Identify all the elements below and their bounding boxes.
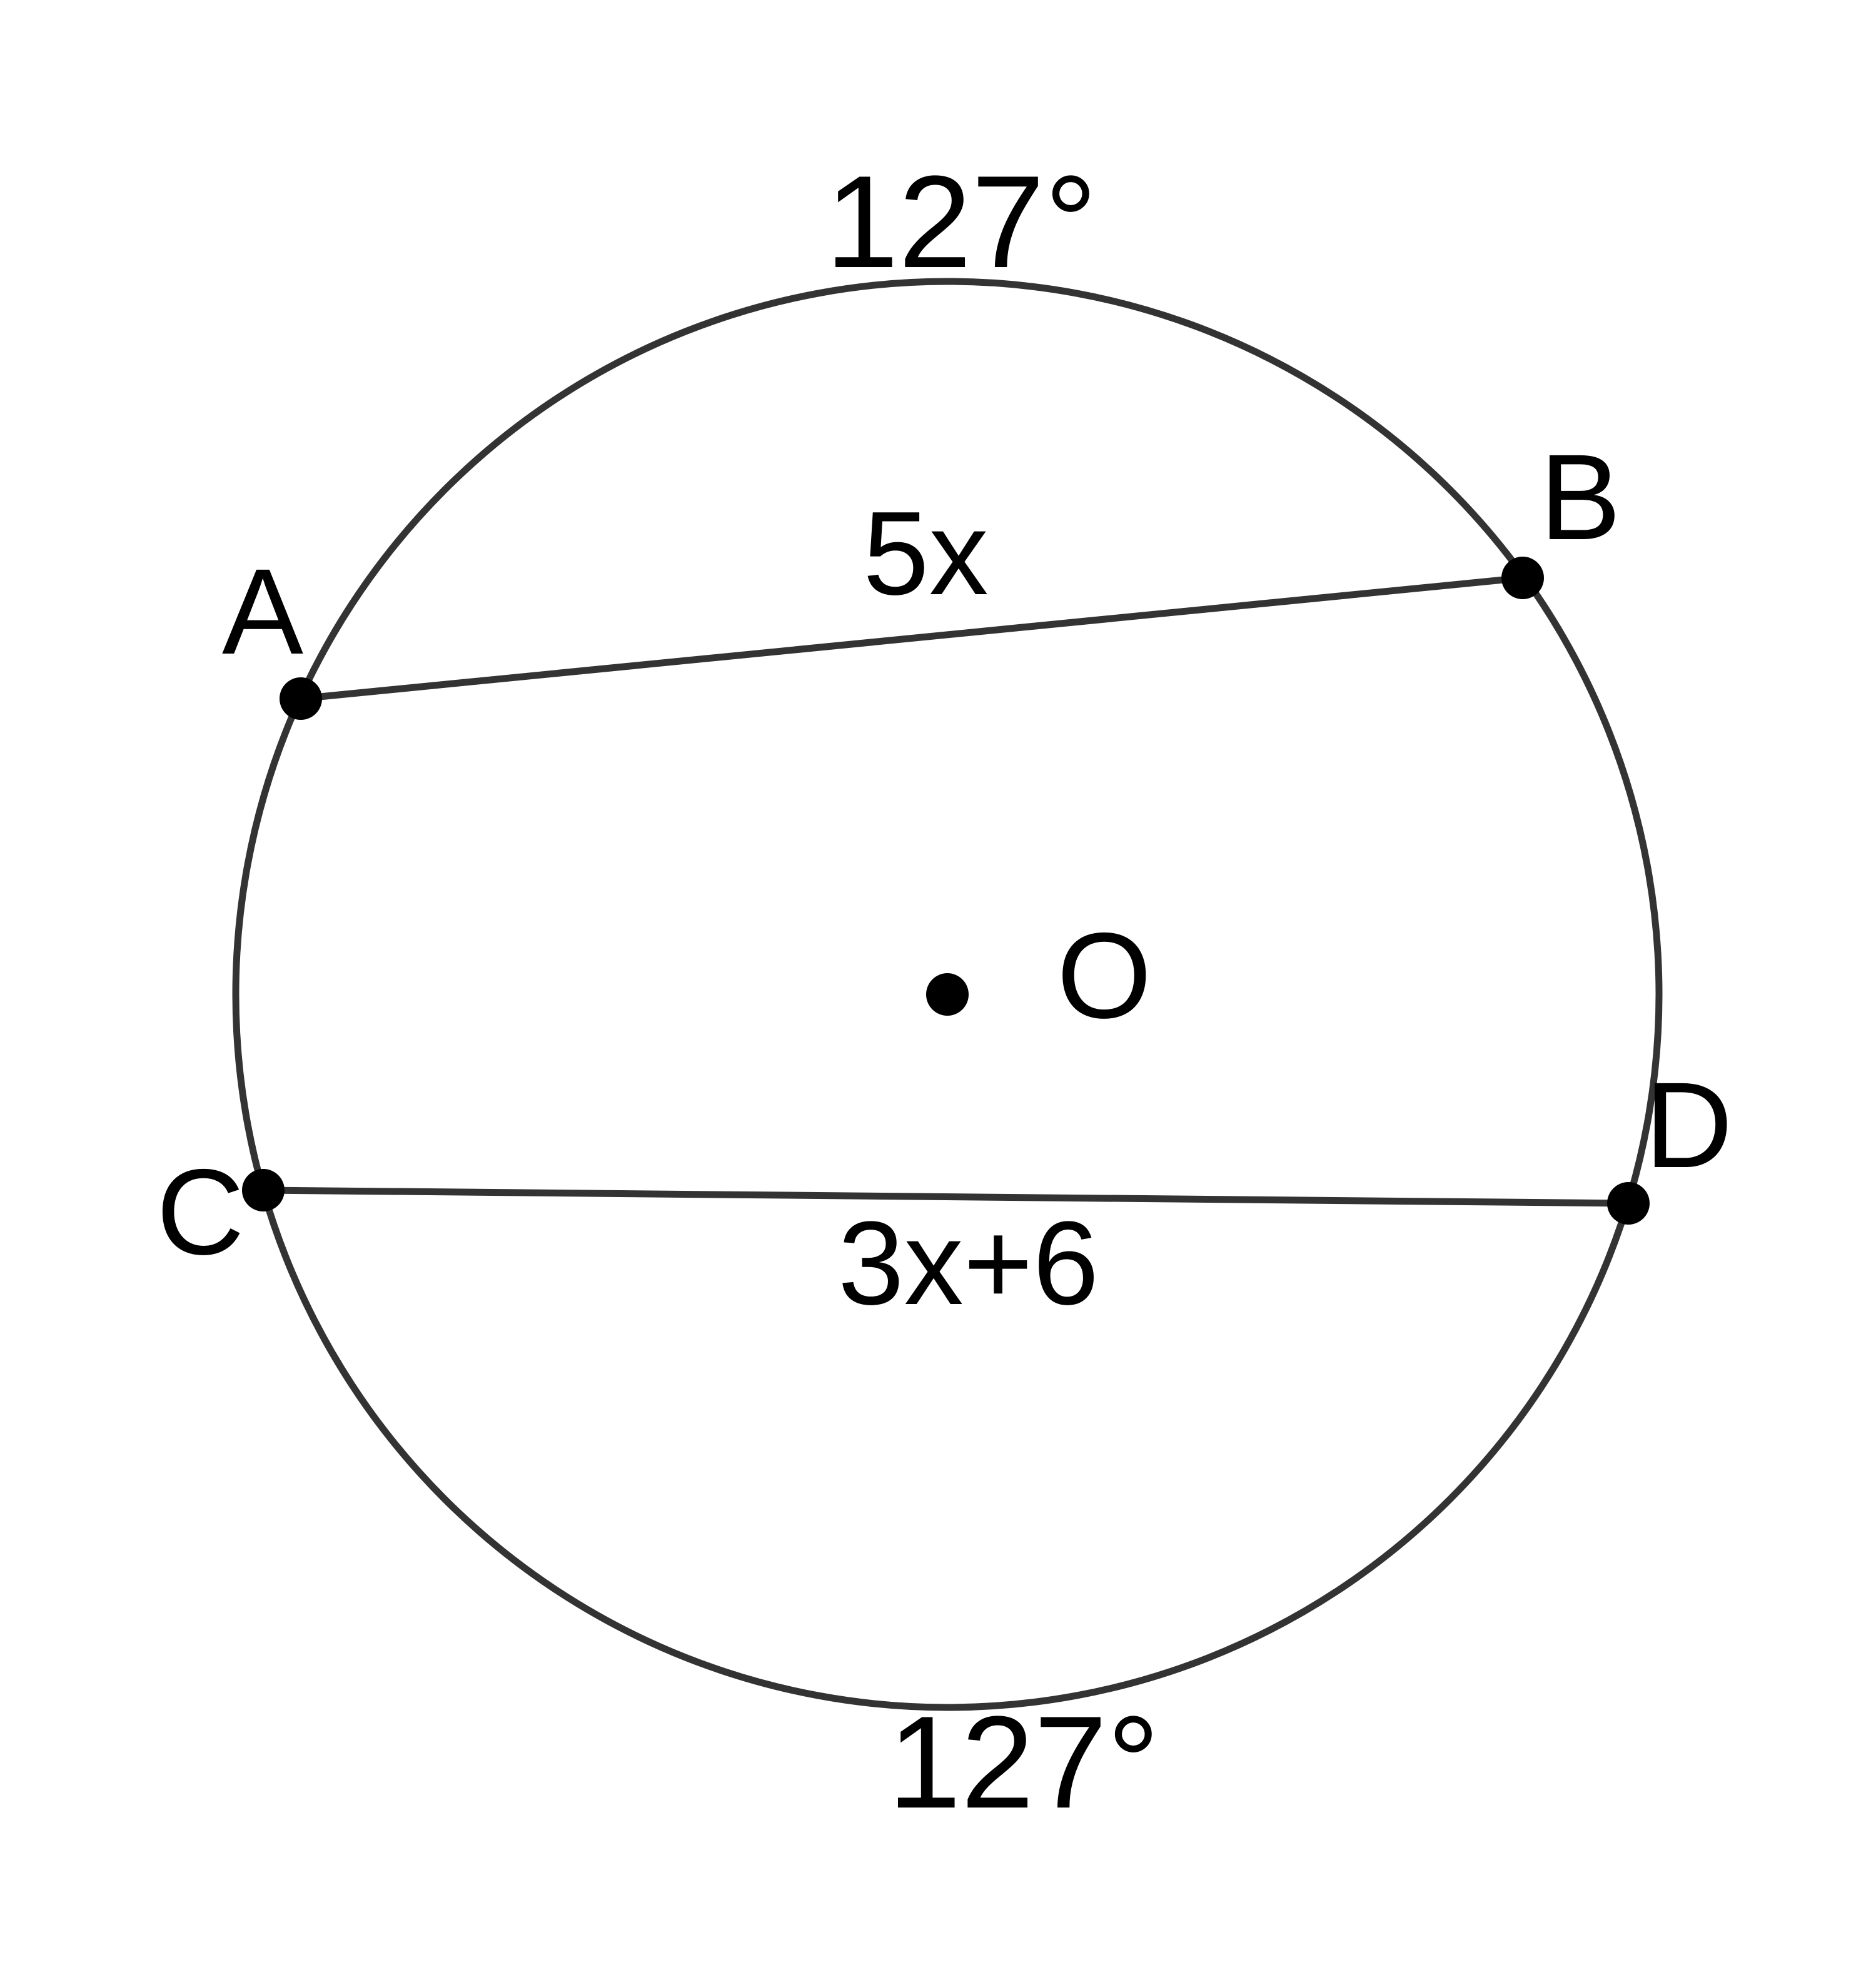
top-arc-measure: 127° — [825, 148, 1097, 295]
label-c: C — [156, 1144, 245, 1280]
point-d — [1607, 1182, 1650, 1225]
point-b — [1501, 557, 1544, 599]
chord-ab-length: 5x — [863, 487, 989, 620]
label-o: O — [1057, 908, 1152, 1044]
center-point-o — [926, 973, 969, 1016]
label-d: D — [1645, 1057, 1733, 1193]
point-c — [242, 1169, 285, 1211]
chord-cd-length: 3x+6 — [838, 1197, 1099, 1330]
bottom-arc-measure: 127° — [888, 1689, 1159, 1836]
label-b: B — [1540, 429, 1621, 565]
circle-o — [232, 278, 1663, 1711]
point-a — [280, 677, 322, 720]
chord-ab — [300, 574, 1523, 702]
chord-cd — [263, 1186, 1629, 1207]
label-a: A — [222, 544, 303, 680]
